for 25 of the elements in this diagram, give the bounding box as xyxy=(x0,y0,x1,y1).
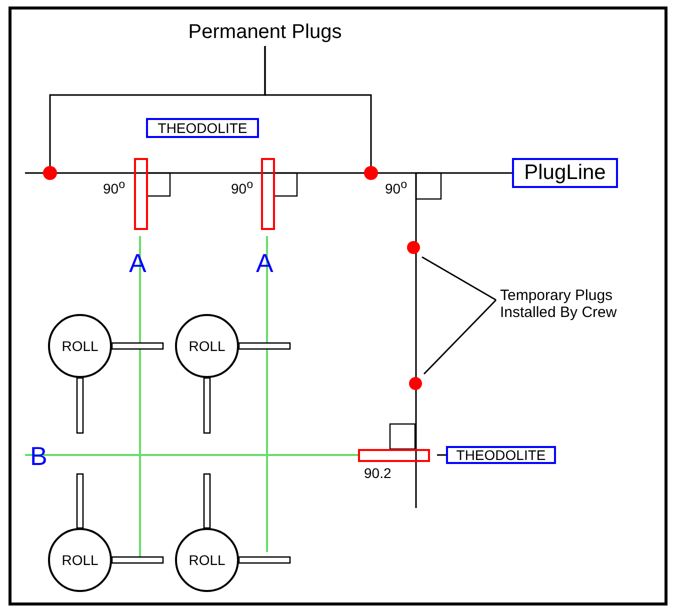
roll-circle: ROLL xyxy=(175,528,239,592)
roll-circle: ROLL xyxy=(175,314,239,378)
callout-text: Temporary Plugs Installed By Crew xyxy=(500,283,660,325)
theodolite-marker xyxy=(261,158,275,230)
leader-line xyxy=(437,454,446,456)
angle-label: 90$^{o}$ xyxy=(231,179,254,196)
plug-dot xyxy=(43,166,57,180)
theodolite-label: THEODOLITE xyxy=(446,446,556,464)
plug-dot xyxy=(409,377,422,390)
leader-line xyxy=(264,46,372,166)
theodolite-label: THEODOLITE xyxy=(146,118,259,138)
plugline-label: PlugLine xyxy=(512,158,618,188)
leader-line xyxy=(423,299,497,375)
angle-label: 90$^{o}$ xyxy=(103,179,126,196)
plug-dot xyxy=(364,166,378,180)
roll-circle: ROLL xyxy=(48,314,112,378)
roll-circle: ROLL xyxy=(48,528,112,592)
angle-label: 90$^{o}$ xyxy=(385,179,408,196)
callout-text: Permanent Plugs xyxy=(160,18,370,46)
theodolite-marker xyxy=(134,158,148,230)
leader-line xyxy=(25,172,512,174)
plug-dot xyxy=(407,241,420,254)
angle-label: 90.2 xyxy=(364,466,392,480)
leader-line xyxy=(422,256,496,301)
theodolite-marker xyxy=(358,449,430,462)
